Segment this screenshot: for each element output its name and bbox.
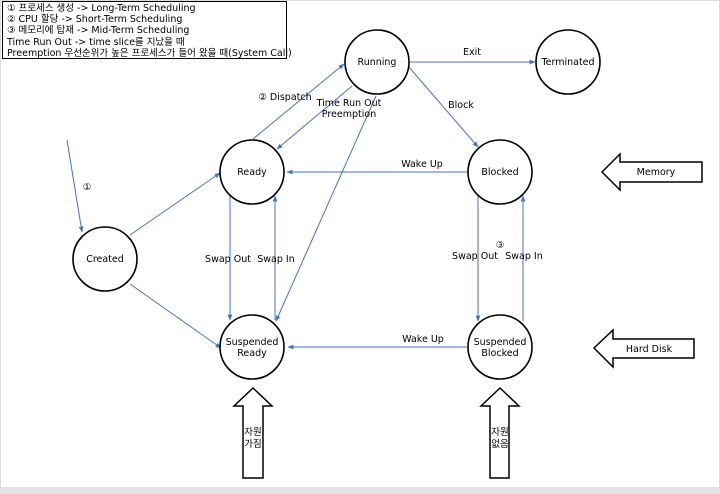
state-created [72, 226, 138, 292]
legend-line-3: ③ 메모리에 탑재 -> Mid-Term Scheduling [7, 25, 190, 37]
legend-line-2: ② CPU 할당 -> Short-Term Scheduling [7, 14, 183, 26]
legend-box: ① 프로세스 생성 -> Long-Term Scheduling ② CPU … [2, 1, 292, 59]
state-suspended-blocked-label-2: Blocked [481, 348, 518, 359]
has-resource-label-2: 가짐 [244, 439, 261, 450]
hard-disk-label: Hard Disk [626, 344, 673, 355]
state-blocked [467, 139, 533, 205]
preemption-label: Preemption [322, 109, 376, 120]
no-resource-label-1: 자원 [491, 427, 508, 438]
memory-arrow [600, 152, 703, 192]
swap-in-right-label: Swap In [505, 251, 543, 262]
block-label: Block [448, 100, 474, 111]
edge-block [407, 65, 479, 148]
edge-created-to-ready [129, 172, 221, 236]
edge-dispatch [252, 63, 345, 140]
state-ready [219, 139, 285, 205]
memory-label: Memory [637, 167, 676, 178]
swap-out-right-label: Swap Out [452, 251, 498, 262]
edge-new-to-created [66, 139, 84, 233]
swap-in-left-label: Swap In [257, 254, 295, 265]
hard-disk-arrow [592, 328, 695, 369]
state-ready-label: Ready [237, 167, 267, 178]
state-running-label: Running [358, 57, 397, 68]
dispatch-label: ② Dispatch [258, 92, 311, 103]
marker-created-label: ① [83, 182, 92, 193]
legend-line-5: Preemption 우선순위가 높은 프로세스가 들어 왔을 때(System… [7, 47, 292, 59]
bottom-scroll-band [0, 487, 720, 494]
edge-running-to-suspended-ready [275, 95, 377, 322]
legend-line-1: ① 프로세스 생성 -> Long-Term Scheduling [7, 3, 196, 14]
state-created-label: Created [86, 254, 124, 265]
state-suspended-blocked-label-1: Suspended [474, 337, 527, 348]
wake-up-top-label: Wake Up [401, 159, 443, 170]
state-terminated [535, 29, 601, 95]
wake-up-bottom-label: Wake Up [402, 334, 444, 345]
state-suspended-ready-label-2: Ready [237, 348, 267, 359]
has-resource-label-1: 자원 [244, 427, 261, 438]
edge-time-run-out [276, 85, 353, 150]
state-suspended-ready [219, 314, 285, 380]
exit-label: Exit [463, 47, 481, 58]
state-suspended-blocked [467, 314, 533, 380]
no-resource-arrow [479, 386, 521, 479]
state-suspended-ready-label-1: Suspended [226, 337, 279, 348]
marker-mid-label: ③ [496, 240, 505, 251]
state-blocked-label: Blocked [481, 167, 518, 178]
time-run-out-label: Time Run Out [316, 98, 382, 109]
state-running [344, 29, 410, 95]
swap-out-left-label: Swap Out [205, 254, 251, 265]
state-terminated-label: Terminated [540, 57, 594, 68]
no-resource-label-2: 없음 [491, 438, 509, 450]
legend-line-4: Time Run Out -> time slice를 지났을 때 [7, 36, 185, 48]
has-resource-arrow [232, 386, 274, 479]
edge-created-to-suspended-ready [129, 283, 222, 349]
